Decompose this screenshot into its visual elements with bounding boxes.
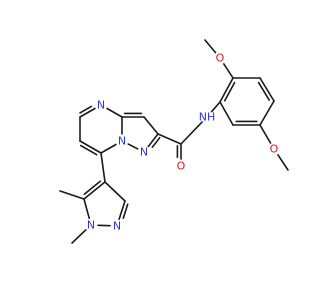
- bond-NP2-P3-double: [122, 203, 129, 219]
- bond-O3-Me3: [277, 154, 289, 171]
- bond-N8-N1: [127, 143, 139, 150]
- bond-A5-O3: [259, 124, 272, 144]
- bond-layer: [59, 39, 289, 244]
- atom-label-n2: N: [118, 135, 126, 148]
- bond-NP1-MeN1: [71, 229, 87, 244]
- bond-A3-A4-double: [257, 81, 271, 101]
- bond-C3a-N4: [106, 107, 123, 118]
- bond-NH-A1: [210, 101, 221, 113]
- atom-o3: O: [270, 143, 279, 156]
- atom-label-n5: N: [113, 220, 121, 233]
- bond-P3-P4: [104, 181, 126, 202]
- atom-n5: N: [113, 220, 121, 233]
- bond-C6-C7-double: [79, 144, 98, 156]
- atom-n3: N: [97, 99, 105, 112]
- atom-n1: N: [140, 146, 148, 159]
- atom-label-nh: NH: [199, 111, 216, 124]
- bond-NP2-P3: [118, 200, 126, 221]
- bond-Ccar-NH: [180, 121, 203, 145]
- bond-A2-O2: [223, 63, 234, 79]
- bond-P4-P5-double: [83, 180, 101, 195]
- molecule-structure-diagram: N N N NH O O O N N: [59, 39, 289, 244]
- bond-A6-A1: [219, 101, 234, 126]
- atom-label-n1: N: [140, 146, 148, 159]
- bond-A3-A4: [259, 77, 275, 102]
- atom-label-o3: O: [270, 143, 279, 156]
- bond-C7-N8: [100, 143, 117, 154]
- atom-n2: N: [118, 135, 126, 148]
- bond-P5-Me5: [59, 190, 85, 200]
- bond-P5-NP1: [83, 198, 90, 219]
- bond-N1-C2-double: [151, 136, 161, 148]
- atom-label-o2: O: [216, 52, 225, 65]
- bond-C6-C7: [79, 140, 102, 154]
- bond-A4-A5: [259, 100, 275, 126]
- atom-label-layer: N N N NH O O O N N: [87, 52, 279, 233]
- bond-P4-P5: [83, 181, 106, 200]
- bond-A1-A2-double: [223, 81, 236, 102]
- bond-O2-Me2: [204, 39, 217, 54]
- atom-label-o1: O: [177, 160, 186, 173]
- atom-nh: NH: [199, 111, 216, 124]
- atom-label-n3: N: [97, 99, 105, 112]
- bond-N4-C5-double: [79, 105, 93, 114]
- bond-C2-Ccar: [157, 133, 182, 145]
- bond-C2-C3: [143, 116, 159, 135]
- bond-C7-P4: [100, 152, 106, 183]
- atom-label-n4: N: [87, 219, 95, 232]
- atom-o2: O: [216, 52, 225, 65]
- bond-A1-A2: [219, 77, 234, 103]
- bond-N4-C5: [79, 107, 96, 118]
- bond-N1-C2: [147, 133, 159, 148]
- atom-o1: O: [177, 160, 186, 173]
- atom-n4: N: [87, 219, 95, 232]
